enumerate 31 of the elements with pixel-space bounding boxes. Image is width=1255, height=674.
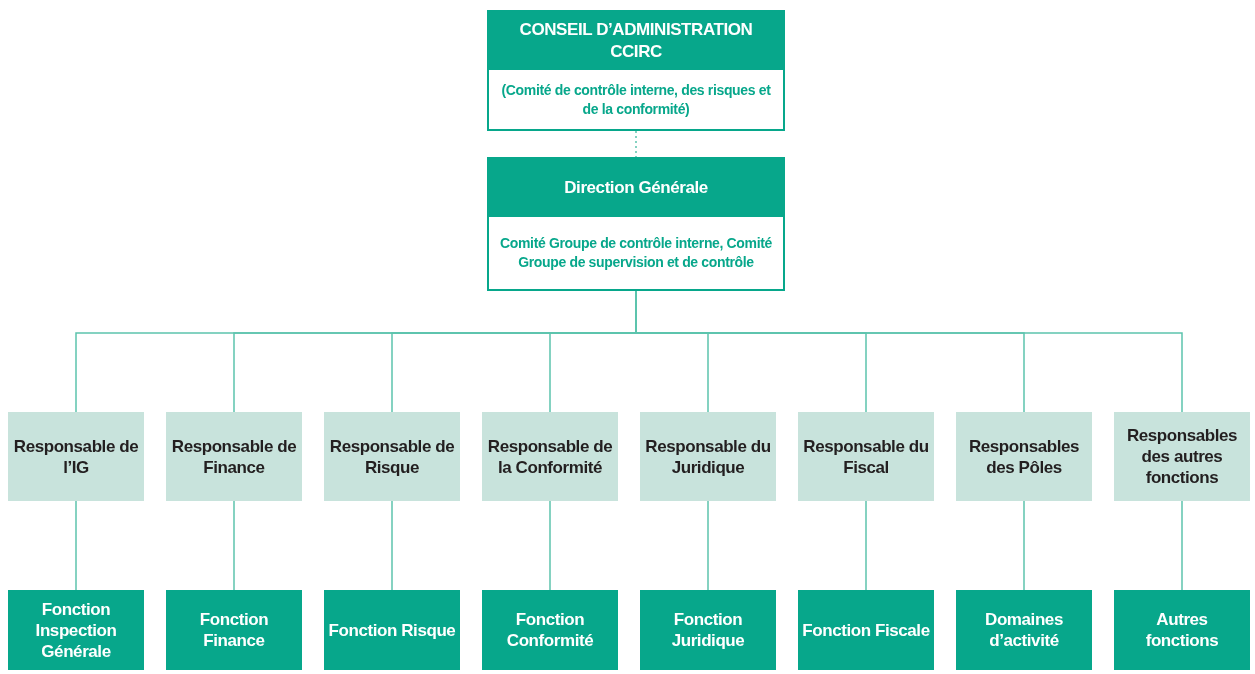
connector-line: [75, 500, 77, 591]
function-box: Fonction Finance: [166, 590, 302, 670]
function-box: Domaines d’activité: [956, 590, 1092, 670]
committee-box: [487, 157, 785, 291]
manager-box: Responsable de Risque: [324, 412, 460, 501]
connector-line: [233, 500, 235, 591]
connector-line: [707, 500, 709, 591]
function-box: Fonction Juridique: [640, 590, 776, 670]
manager-box: Responsable de la Conformité: [482, 412, 618, 501]
committee-text: Comité Groupe de contrôle interne, Comité Groupe de supervision et de contrôle: [499, 234, 773, 272]
manager-box: Responsables des autres fonctions: [1114, 412, 1250, 501]
manager-box: Responsable de l’IG: [8, 412, 144, 501]
connector-line: [1181, 500, 1183, 591]
manager-box: Responsables des Pôles: [956, 412, 1092, 501]
function-box: Fonction Fiscale: [798, 590, 934, 670]
function-box: Fonction Inspection Générale: [8, 590, 144, 670]
manager-box: Responsable de Finance: [166, 412, 302, 501]
manager-box: Responsable du Fiscal: [798, 412, 934, 501]
heading-band: Direction Générale: [489, 159, 783, 217]
connector-line: [391, 500, 393, 591]
manager-box: Responsable du Juridique: [640, 412, 776, 501]
connector-line: [1023, 500, 1025, 591]
connector-line: [865, 500, 867, 591]
function-box: Fonction Conformité: [482, 590, 618, 670]
function-box: Fonction Risque: [324, 590, 460, 670]
committee-text: (Comité de contrôle interne, des risques et de la conformité): [500, 80, 772, 119]
connector-line: [549, 500, 551, 591]
connector-line: [635, 130, 637, 158]
heading-band: CONSEIL D’ADMINISTRATION CCIRC: [489, 12, 783, 70]
committee-box: [487, 10, 785, 131]
function-box: Autres fonctions: [1114, 590, 1250, 670]
